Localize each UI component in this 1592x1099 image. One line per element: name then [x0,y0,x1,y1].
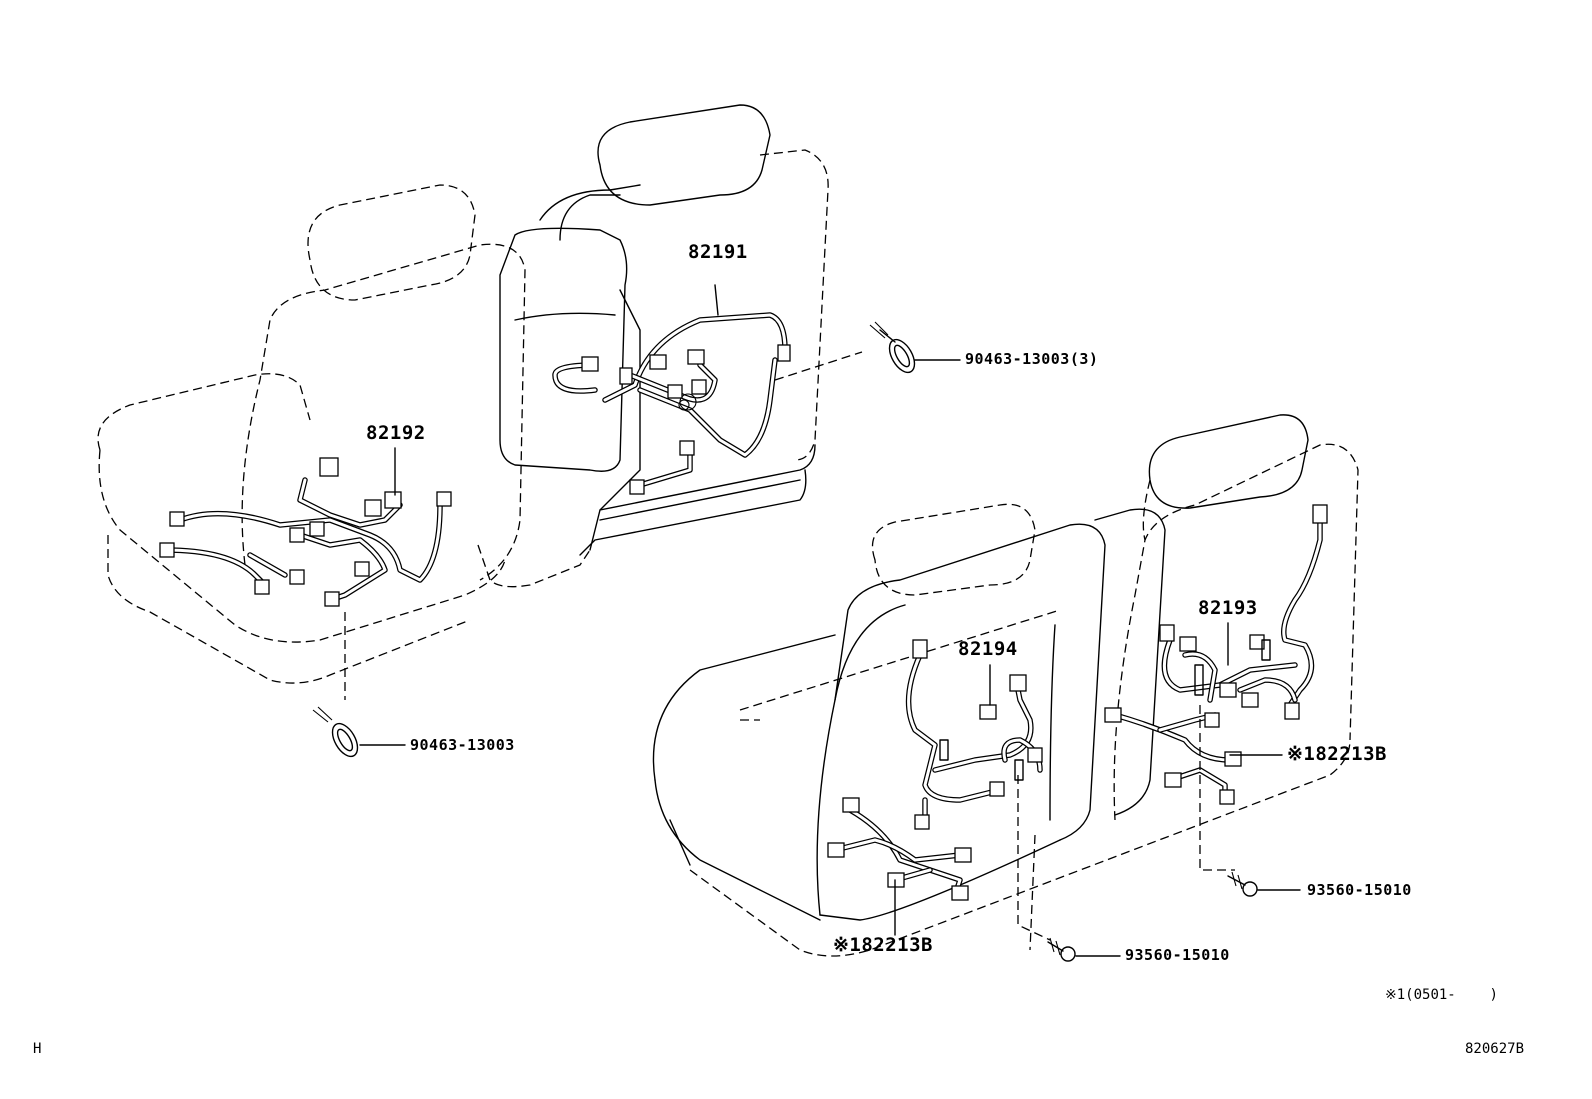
clamp-upper-icon [774,321,961,381]
part-label-clamp-lower: 90463-13003 [410,736,515,754]
harness-82193 [1104,504,1328,805]
harness-82191 [552,284,791,495]
date-range-note: ※1(0501- ) [1385,987,1498,1003]
screw-right-icon [1199,705,1301,897]
front-seat-assembly [97,104,829,684]
part-label-screw-left: 93560-15010 [1125,946,1230,964]
part-label-harness-right: ※182213B [1287,743,1387,765]
part-label-82194: 82194 [958,638,1018,660]
harness-82192 [159,447,452,607]
part-label-82192: 82192 [366,422,426,444]
clamp-lower-icon [312,612,406,758]
part-label-harness-left: ※182213B [833,934,933,956]
part-label-clamp-upper: 90463-13003(3) [965,350,1099,368]
rear-seat-assembly [652,414,1359,957]
harness-82194 [827,639,1043,901]
figure-code: 820627B [1465,1041,1525,1057]
part-label-screw-right: 93560-15010 [1307,881,1412,899]
part-label-82191: 82191 [688,241,748,263]
corner-mark: H [33,1041,42,1057]
screw-left-icon [894,775,1121,962]
part-label-82193: 82193 [1198,597,1258,619]
